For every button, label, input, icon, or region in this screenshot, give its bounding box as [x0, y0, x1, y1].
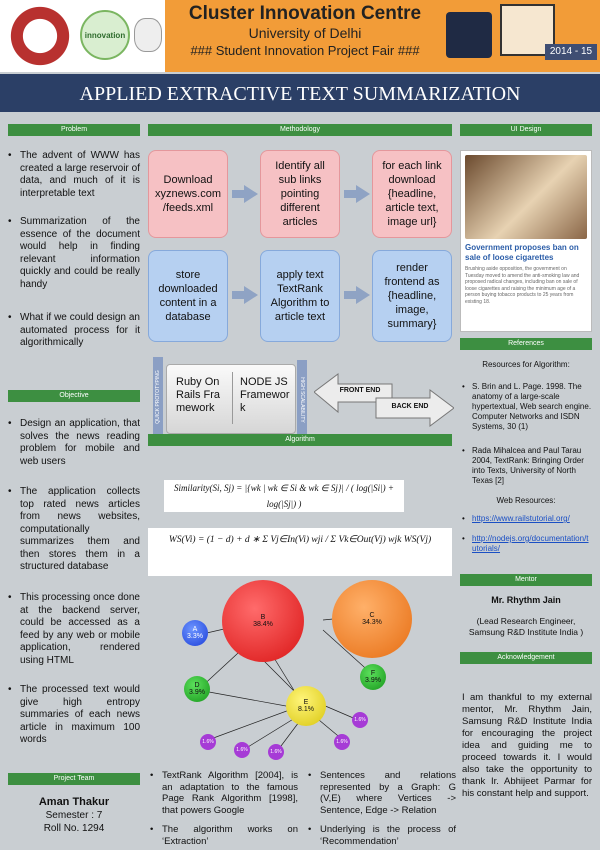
node-a-pct: 3.3%	[187, 633, 203, 640]
acknowledgement-text: I am thankful to my external mentor, Mr.…	[462, 692, 592, 799]
link-railstutorial[interactable]: •https://www.railstutorial.org/	[462, 514, 570, 523]
graph-node-b: B 38.4%	[222, 580, 304, 662]
node-b-id: B	[260, 614, 266, 621]
node-js-label: NODE JS Framework	[240, 376, 290, 414]
team-semester: Semester : 7	[45, 810, 103, 821]
arrow-3-bar	[232, 291, 244, 299]
logo-strip: innovation	[0, 0, 165, 72]
objective-bullet-3: This processing once done at the backend…	[8, 592, 140, 667]
node-f-id: F	[370, 670, 376, 677]
arrow-4-head	[356, 286, 370, 304]
step-download-articles: for each link download {headline, articl…	[372, 150, 452, 238]
arrow-1-bar	[232, 190, 244, 198]
objective-bullet-1: Design an application, that solves the n…	[8, 418, 140, 468]
node-c-id: C	[369, 612, 375, 619]
similarity-formula: Similarity(Si, Sj) = |{wk | wk ∈ Si & wk…	[164, 480, 404, 512]
graph-node-d: D 3.9%	[184, 676, 210, 702]
node-b-pct: 38.4%	[253, 621, 273, 628]
mentor-heading: Mentor	[460, 574, 592, 586]
step-identify-links: Identify all sub links pointing differen…	[260, 150, 340, 238]
reference-1: •S. Brin and L. Page. 1998. The anatomy …	[462, 382, 592, 431]
node-a-id: A	[192, 626, 198, 633]
graph-node-small-3: 1.6%	[268, 744, 284, 760]
node-c-pct: 34.3%	[362, 619, 382, 626]
arrow-1-head	[244, 185, 258, 203]
news-headline: Government proposes ban on sale of loose…	[465, 243, 579, 262]
references-heading: References	[460, 338, 592, 350]
problem-bullet-1: The advent of WWW has created a large re…	[8, 150, 140, 200]
problem-bullet-2: Summarization of the essence of the docu…	[8, 216, 140, 291]
arrow-2-bar	[344, 190, 356, 198]
acknowledgement-heading: Acknowledgement	[460, 652, 592, 664]
node-f-pct: 3.9%	[365, 677, 381, 684]
algorithm-left-bullet-1: TextRank Algorithm [2004], is an adaptat…	[150, 770, 298, 816]
mentor-role: (Lead Research Engineer, Samsung R&D Ins…	[468, 616, 584, 637]
team-heading: Project Team	[8, 773, 140, 785]
ui-mockup-card: Government proposes ban on sale of loose…	[460, 150, 592, 332]
year-badge: 2014 - 15	[545, 44, 597, 60]
back-end-arrow	[375, 389, 454, 427]
graph-node-f: F 3.9%	[360, 664, 386, 690]
objective-bullet-2: The application collects top rated news …	[8, 486, 140, 574]
graph-node-e: E 8.1%	[286, 686, 326, 726]
graph-node-small-1: 1.6%	[200, 734, 216, 750]
algorithm-left-bullet-2: The algorithm works on ‘Extraction’	[150, 824, 298, 847]
algorithm-right-bullet-2: Underlying is the process of ‘Recommenda…	[308, 824, 456, 847]
cic-logo	[134, 18, 162, 52]
mentor-name: Mr. Rhythm Jain	[491, 595, 561, 605]
node-e-id: E	[303, 699, 309, 706]
arrow-4-bar	[344, 291, 356, 299]
node-d-pct: 3.9%	[189, 689, 205, 696]
high-scalability-label: HIGH SCALABILITY	[297, 360, 307, 440]
news-body: Brushing aside opposition, the governmen…	[465, 266, 580, 305]
problem-heading: Problem	[8, 124, 140, 136]
graph-node-small-4: 1.6%	[334, 734, 350, 750]
stack-box	[166, 364, 296, 434]
front-end-label: FRONT END	[339, 387, 381, 394]
graph-node-a: A 3.3%	[182, 620, 208, 646]
front-end-arrow	[314, 373, 393, 414]
ui-design-heading: UI Design	[460, 124, 592, 136]
arrow-2-head	[356, 185, 370, 203]
team-roll: Roll No. 1294	[43, 823, 105, 834]
stack-divider	[232, 372, 233, 424]
weighted-score-formula: WS(Vi) = (1 − d) + d ∗ Σ Vj∈In(Vi) wji /…	[148, 528, 452, 576]
algorithm-resources-title: Resources for Algorithm:	[482, 360, 570, 369]
link-nodejs[interactable]: •http://nodejs.org/documentation/tutoria…	[462, 534, 589, 553]
graph-node-c: C 34.3%	[332, 580, 412, 658]
header-fair: ### Student Innovation Project Fair ###	[190, 43, 420, 58]
team-member-name: Aman Thakur	[38, 796, 110, 808]
algorithm-heading: Algorithm	[148, 434, 452, 446]
objective-heading: Objective	[8, 390, 140, 402]
poster-title: APPLIED EXTRACTIVE TEXT SUMMARIZATION	[0, 74, 600, 112]
back-end-label: BACK END	[391, 403, 429, 410]
methodology-heading: Methodology	[148, 124, 452, 136]
node-e-pct: 8.1%	[298, 706, 314, 713]
university-seal-logo	[4, 4, 76, 68]
header-university: University of Delhi	[248, 25, 362, 41]
step-render-frontend: render frontend as {headline, image, sum…	[372, 250, 452, 342]
node-d-id: D	[194, 682, 200, 689]
problem-bullet-3: What if we could design an automated pro…	[8, 312, 140, 350]
step-store-db: store downloaded content in a database	[148, 250, 228, 342]
reference-2: •Rada Mihalcea and Paul Tarau 2004, Text…	[462, 446, 584, 485]
quick-prototyping-label: QUICK PROTOTYPING	[153, 357, 163, 437]
front-back-arrows	[314, 373, 454, 427]
news-image	[465, 155, 587, 239]
arrow-3-head	[244, 286, 258, 304]
header-title: Cluster Innovation Centre	[188, 3, 422, 24]
web-resources-title: Web Resources:	[496, 496, 556, 505]
objective-bullet-4: The processed text would give high entro…	[8, 684, 140, 747]
ruby-on-rails-label: Ruby On Rails Framework	[176, 376, 221, 414]
graph-node-small-2: 1.6%	[234, 742, 250, 758]
algorithm-right-bullet-1: Sentences and relations represented by a…	[308, 770, 456, 816]
network-logo	[446, 12, 492, 58]
graph-node-small-5: 1.6%	[352, 712, 368, 728]
innovation-logo: innovation	[80, 10, 130, 60]
step-textrank: apply text TextRank Algorithm to article…	[260, 250, 340, 342]
step-download-feed: Download xyznews.com /feeds.xml	[148, 150, 228, 238]
